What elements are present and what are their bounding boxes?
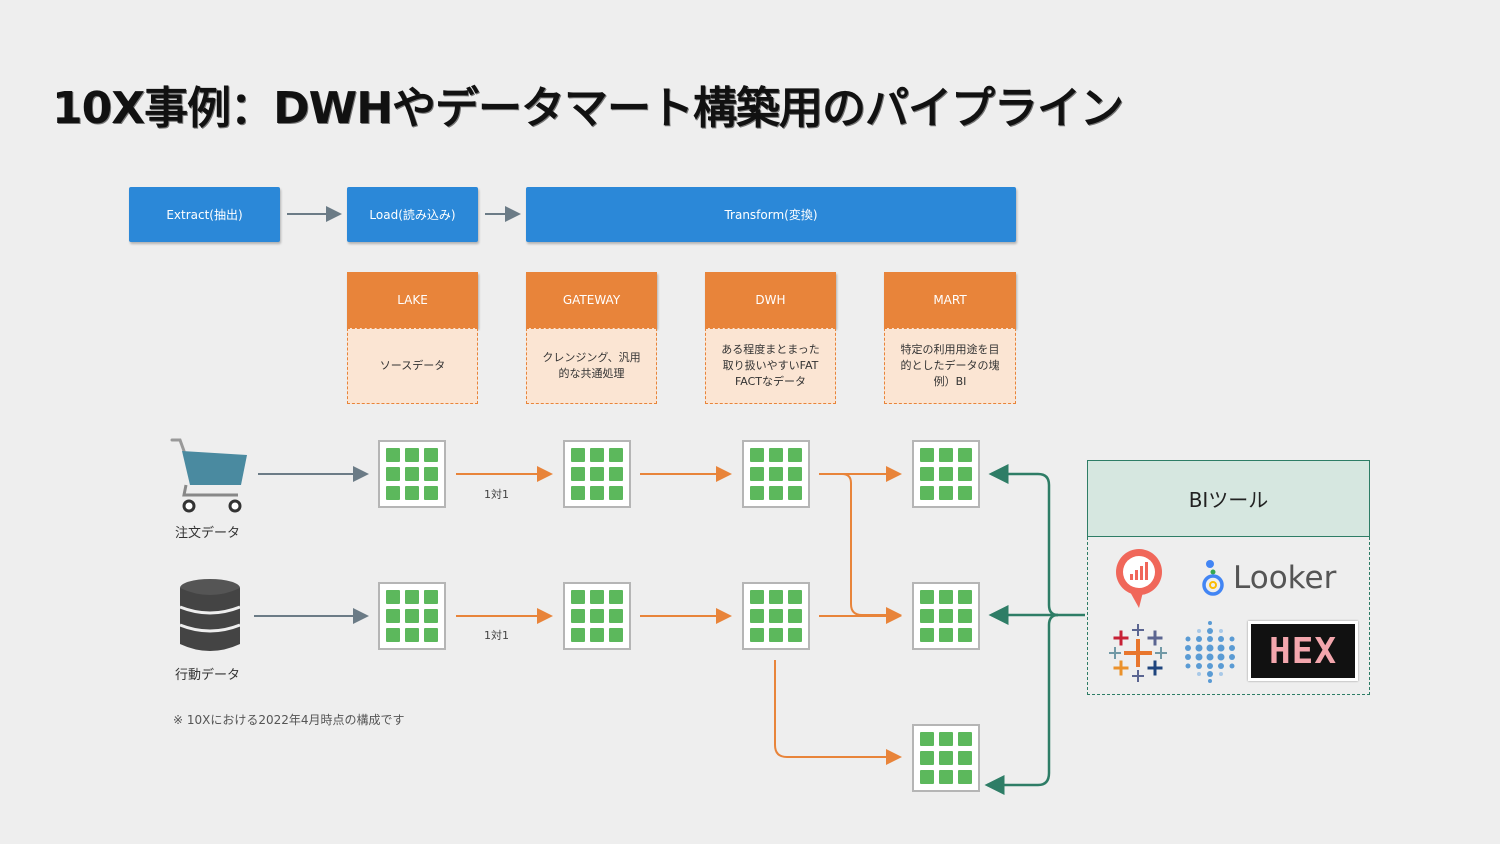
layer-mart-header: MART [884, 272, 1016, 328]
table-icon-lake-orders [378, 440, 446, 508]
layer-gateway-header: GATEWAY [526, 272, 657, 328]
bi-tools-header: BIツール [1087, 460, 1370, 537]
tableau-icon [1109, 624, 1167, 682]
layer-gateway-desc: クレンジング、汎用 的な共通処理 [526, 328, 657, 404]
table-icon-mart-3 [912, 724, 980, 792]
layer-dwh-desc-line: ある程度まとまった [721, 343, 820, 356]
layer-lake-desc: ソースデータ [347, 328, 478, 404]
arrow-row1-dwh-to-mart2 [819, 473, 902, 623]
page-title: 10X事例：DWHやデータマート構築用のパイプライン [52, 83, 1124, 134]
source-orders-label: 注文データ [175, 526, 241, 541]
table-icon-gateway-behavior [563, 582, 631, 650]
layer-dwh-header: DWH [705, 272, 836, 328]
layer-mart-desc-line: 特定の利用用途を目 [900, 343, 1000, 356]
table-icon-mart-2 [912, 582, 980, 650]
stage-transform: Transform(変換) [526, 187, 1016, 242]
arrow-dwh-to-mart3 [774, 660, 902, 765]
table-icon-lake-behavior [378, 582, 446, 650]
arrow-bi-to-mart1 [988, 464, 1059, 617]
one-to-one-label: 1対1 [484, 488, 509, 501]
source-behavior-label: 行動データ [175, 668, 241, 683]
footnote: ※ 10Xにおける2022年4月時点の構成です [173, 713, 405, 727]
layer-gateway-desc-line: クレンジング、汎用 [542, 351, 641, 364]
table-icon-gateway-orders [563, 440, 631, 508]
stage-extract: Extract(抽出) [129, 187, 280, 242]
shopping-cart-icon [170, 438, 247, 513]
layer-dwh-desc: ある程度まとまった 取り扱いやすいFAT FACTなデータ [705, 328, 836, 404]
data-dots-icon [1185, 621, 1235, 683]
layer-mart-desc: 特定の利用用途を目 的としたデータの塊 例）BI [884, 328, 1016, 404]
redash-icon [1116, 549, 1162, 608]
table-icon-dwh-behavior [742, 582, 810, 650]
table-icon-mart-1 [912, 440, 980, 508]
layer-mart-desc-line: 例）BI [933, 375, 967, 388]
looker-icon [1202, 560, 1224, 596]
arrow-bi-to-mart3 [984, 613, 1059, 795]
hex-logo: HEX [1248, 621, 1358, 681]
database-icon [179, 579, 241, 651]
layer-dwh-desc-line: FACTなデータ [734, 375, 807, 388]
layer-gateway-desc-line: 的な共通処理 [558, 367, 625, 380]
one-to-one-label: 1対1 [484, 629, 509, 642]
bi-tools-panel [1087, 537, 1370, 695]
layer-mart-desc-line: 的としたデータの塊 [900, 359, 1000, 372]
stage-load: Load(読み込み) [347, 187, 478, 242]
looker-wordmark: Looker [1233, 560, 1337, 596]
layer-lake-desc-text: ソースデータ [379, 359, 446, 372]
layer-lake-header: LAKE [347, 272, 478, 328]
table-icon-dwh-orders [742, 440, 810, 508]
layer-dwh-desc-line: 取り扱いやすいFAT [722, 359, 819, 372]
